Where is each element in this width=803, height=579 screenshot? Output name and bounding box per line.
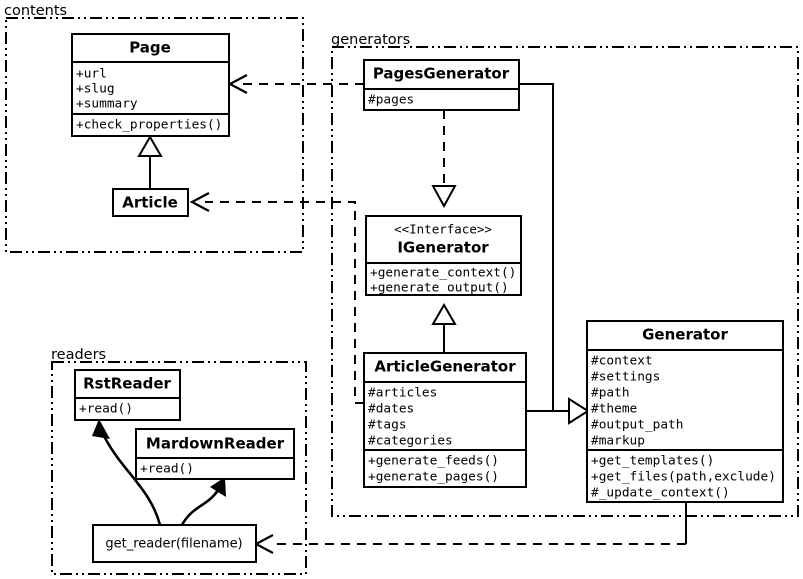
class-generator-method: #_update_context() [591,486,730,501]
class-pages-generator-box[interactable] [363,59,520,111]
class-article-generator-attribute: #dates [368,402,414,417]
open-arrowhead-icon [253,534,274,554]
class-rst-reader-name: RstReader [83,375,171,393]
connector-line [519,83,554,411]
class-igenerator-method: +generate_output() [370,281,509,296]
connector-curve [180,489,220,526]
class-article-generator-name: ArticleGenerator [374,358,516,376]
class-page-method: +check_properties() [76,118,222,133]
class-page-name: Page [129,39,171,57]
class-pages-generator[interactable]: PagesGenerator #pages [363,59,520,111]
package-readers: readers [51,347,307,575]
class-mardown-reader-box[interactable] [135,428,295,480]
class-page-box[interactable] [71,33,230,137]
class-generator-attribute: #theme [591,402,637,417]
relation-articlegenerator-realizes-igenerator [431,303,457,356]
class-article-generator[interactable]: ArticleGenerator #articles #dates #tags … [363,352,527,488]
class-page-attribute: +summary [76,97,138,112]
class-article-generator-method: +generate_pages() [368,470,499,485]
class-article-name: Article [122,194,178,212]
class-article-generator-box[interactable] [363,352,527,488]
relation-articlegenerator-uses-article [189,192,364,404]
class-igenerator-method: +generate_context() [370,266,516,281]
function-get-reader-label: get_reader(filename) [105,537,242,552]
class-page-attribute: +url [76,67,107,82]
class-mardown-reader[interactable]: MardownReader +read() [135,428,295,480]
class-generator-attribute: #settings [591,370,660,385]
package-generators: generators [331,32,799,517]
class-pages-generator-attribute: #pages [368,93,414,108]
class-generator-attribute: #output_path [591,418,683,433]
class-igenerator-stereotype: <<Interface>> [394,222,492,237]
class-mardown-reader-method: +read() [140,462,194,477]
class-igenerator-name: IGenerator [397,239,489,257]
relation-pagesgenerator-realizes-igenerator [431,110,457,209]
class-generator-attribute: #markup [591,434,645,449]
package-contents-label: contents [4,3,67,19]
hollow-triangle-arrowhead-icon [431,185,457,209]
class-generator-attribute: #context [591,354,653,369]
class-rst-reader[interactable]: RstReader +read() [74,369,181,421]
class-rst-reader-method: +read() [79,402,133,417]
class-article-generator-attribute: #articles [368,386,437,401]
function-get-reader-box[interactable] [92,524,257,563]
class-generator[interactable]: Generator #context #settings #path #them… [586,320,784,503]
class-page[interactable]: Page +url +slug +summary +check_properti… [71,33,230,137]
relation-articlegenerator-inherits-generator [526,397,590,425]
relation-pagesgenerator-uses-page [227,74,364,94]
relation-get_reader-creates-rstreader [92,419,162,526]
relation-get_reader-creates-mardownreader [180,477,226,526]
open-arrowhead-icon [189,192,210,212]
relation-pagesgenerator-inherits-generator [519,83,554,411]
class-article-generator-attribute: #categories [368,434,453,449]
class-article-generator-attribute: #tags [368,418,407,433]
class-rst-reader-box[interactable] [74,369,181,421]
class-mardown-reader-name: MardownReader [146,435,285,453]
class-article[interactable]: Article [112,188,189,217]
package-generators-border [331,46,799,517]
package-contents-border [5,17,304,253]
hollow-triangle-arrowhead-icon [137,135,163,157]
class-generator-method: +get_templates() [591,454,714,469]
package-readers-border [51,361,307,575]
filled-arrowhead-icon [210,477,226,497]
hollow-triangle-arrowhead-icon [431,303,457,325]
package-readers-label: readers [51,347,106,363]
relation-generator-uses-get_reader [253,502,687,554]
class-article-generator-method: +generate_feeds() [368,454,499,469]
class-igenerator[interactable]: <<Interface>> IGenerator +generate_conte… [365,215,522,296]
class-article-box[interactable] [112,188,189,217]
connector-line [205,201,364,404]
package-contents: contents [4,3,304,253]
class-page-attribute: +slug [76,82,115,97]
class-generator-box[interactable] [586,320,784,503]
connector-curve [100,431,162,526]
class-generator-method: +get_files(path,exclude) [591,470,776,485]
filled-arrowhead-icon [92,419,110,439]
class-pages-generator-name: PagesGenerator [373,65,510,83]
function-get-reader[interactable]: get_reader(filename) [92,524,257,563]
hollow-triangle-arrowhead-icon [568,397,590,425]
relation-article-inherits-page [137,135,163,189]
package-generators-label: generators [331,32,410,48]
class-generator-name: Generator [642,326,728,344]
class-generator-attribute: #path [591,386,630,401]
class-igenerator-box[interactable] [365,215,522,296]
